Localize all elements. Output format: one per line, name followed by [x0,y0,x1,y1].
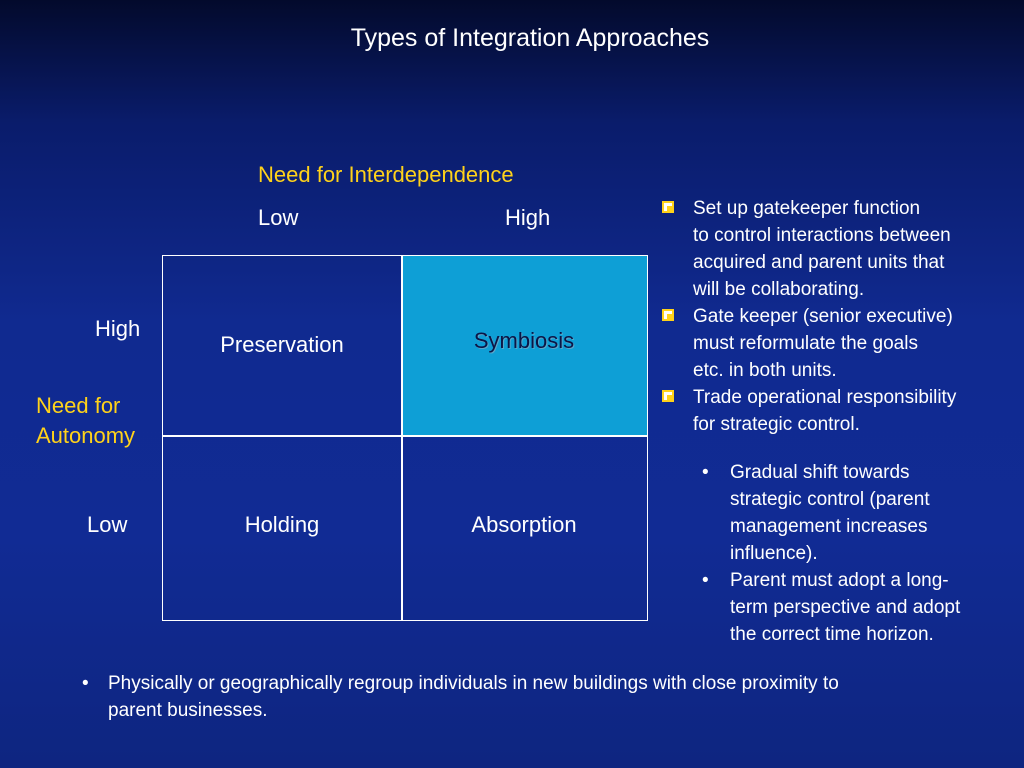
y-axis-title-line1: Need for [36,393,121,418]
matrix-horizontal-divider [163,435,647,437]
list-item: Set up gatekeeper function to control in… [658,195,1018,303]
bullet-dot-icon: • [702,462,709,483]
list-item-text: parent businesses. [108,700,268,721]
matrix-label-holding: Holding [244,512,320,537]
matrix-label-symbiosis: Symbiosis [473,328,575,353]
matrix-label-absorption: Absorption [471,512,577,537]
y-axis-title: Need for Autonomy [36,391,135,451]
list-item: Trade operational responsibility for str… [658,384,1018,438]
list-item-text: Parent must adopt a long- [730,570,949,591]
checkbox-bullet-icon [662,309,674,321]
matrix-cell-symbiosis: Symbiosis [401,256,647,435]
matrix-cell-preservation: Preservation [163,256,401,435]
list-item-text: Trade operational responsibility [693,387,957,408]
matrix-cell-top-right-bg [401,256,647,435]
matrix-cell-absorption: Absorption [401,437,647,620]
list-item-text: management increases [730,516,928,537]
y-axis-high-label: High [95,316,141,341]
list-item: • Parent must adopt a long- term perspec… [700,567,1016,648]
checkbox-bullet-icon [662,201,674,213]
x-axis-low-label: Low [258,205,299,230]
list-item-text: strategic control (parent [730,489,930,510]
list-item: • Physically or geographically regroup i… [80,670,1000,724]
y-axis-low-label: Low [87,512,128,537]
list-item-text: Set up gatekeeper function [693,198,921,219]
list-item-text: term perspective and adopt [730,597,961,618]
integration-matrix: Preservation Symbiosis Holding Absorptio… [162,255,648,621]
list-item-text: for strategic control. [693,414,860,435]
x-axis-high-label: High [505,205,551,230]
checkbox-bullet-icon [662,390,674,402]
x-axis-title: Need for Interdependence [258,162,514,187]
list-item-text: acquired and parent units that [693,252,945,273]
list-item: Gate keeper (senior executive) must refo… [658,303,1018,384]
gatekeeper-bullet-list: Set up gatekeeper function to control in… [658,195,1018,438]
bullet-dot-icon: • [702,570,709,591]
bullet-dot-icon: • [82,673,89,694]
bottom-bullet-list: • Physically or geographically regroup i… [80,670,1000,724]
list-item: • Gradual shift towards strategic contro… [700,459,1016,567]
list-item-text: the correct time horizon. [730,624,934,645]
list-item-text: etc. in both units. [693,360,837,381]
list-item-text: to control interactions between [693,225,951,246]
matrix-cell-holding: Holding [163,437,401,620]
list-item-text: will be collaborating. [693,279,865,300]
y-axis-title-line2: Autonomy [36,423,136,448]
list-item-text: influence). [730,543,818,564]
list-item-text: Physically or geographically regroup ind… [108,673,839,694]
list-item-text: Gate keeper (senior executive) [693,306,953,327]
list-item-text: must reformulate the goals [693,333,918,354]
matrix-vertical-divider [401,256,403,620]
matrix-label-preservation: Preservation [220,332,344,357]
slide-title: Types of Integration Approaches [350,24,710,52]
strategic-control-bullet-list: • Gradual shift towards strategic contro… [700,459,1016,648]
list-item-text: Gradual shift towards [730,462,910,483]
